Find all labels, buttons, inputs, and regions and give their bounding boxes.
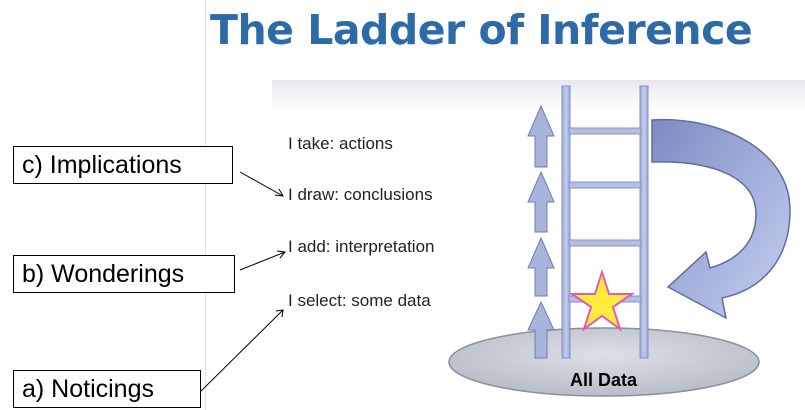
arrowhead-icon xyxy=(275,309,284,318)
annotation-wonderings: b) Wonderings xyxy=(13,255,235,293)
rung-label-conclusions: I draw: conclusions xyxy=(288,185,433,204)
ladder-rung xyxy=(568,181,642,189)
up-arrow-icon xyxy=(527,300,555,359)
all-data-label: All Data xyxy=(569,370,638,390)
star-icon xyxy=(568,268,636,332)
arrowhead-icon xyxy=(276,250,286,259)
up-arrow-icon xyxy=(527,236,555,297)
ladder-left-rail xyxy=(561,85,571,359)
rung-label-actions: I take: actions xyxy=(288,134,393,153)
connector-line xyxy=(239,171,284,197)
up-arrow-icon xyxy=(527,104,555,168)
rung-label-select-data: I select: some data xyxy=(288,291,431,310)
annotation-noticings: a) Noticings xyxy=(13,370,201,408)
ladder-rung xyxy=(568,127,642,135)
data-pool-ellipse xyxy=(448,327,760,397)
ladder-right-rail xyxy=(639,85,649,359)
vertical-divider xyxy=(205,0,206,410)
arrowhead-icon xyxy=(274,188,284,197)
curved-arrow-icon xyxy=(651,118,791,320)
ladder-rung xyxy=(568,239,642,247)
annotation-implications: c) Implications xyxy=(13,146,233,184)
rung-label-interpretation: I add: interpretation xyxy=(288,237,435,256)
page-title: The Ladder of Inference xyxy=(210,6,753,54)
up-arrow-icon xyxy=(527,170,555,233)
connector-line xyxy=(239,251,286,271)
connector-line xyxy=(199,309,284,393)
